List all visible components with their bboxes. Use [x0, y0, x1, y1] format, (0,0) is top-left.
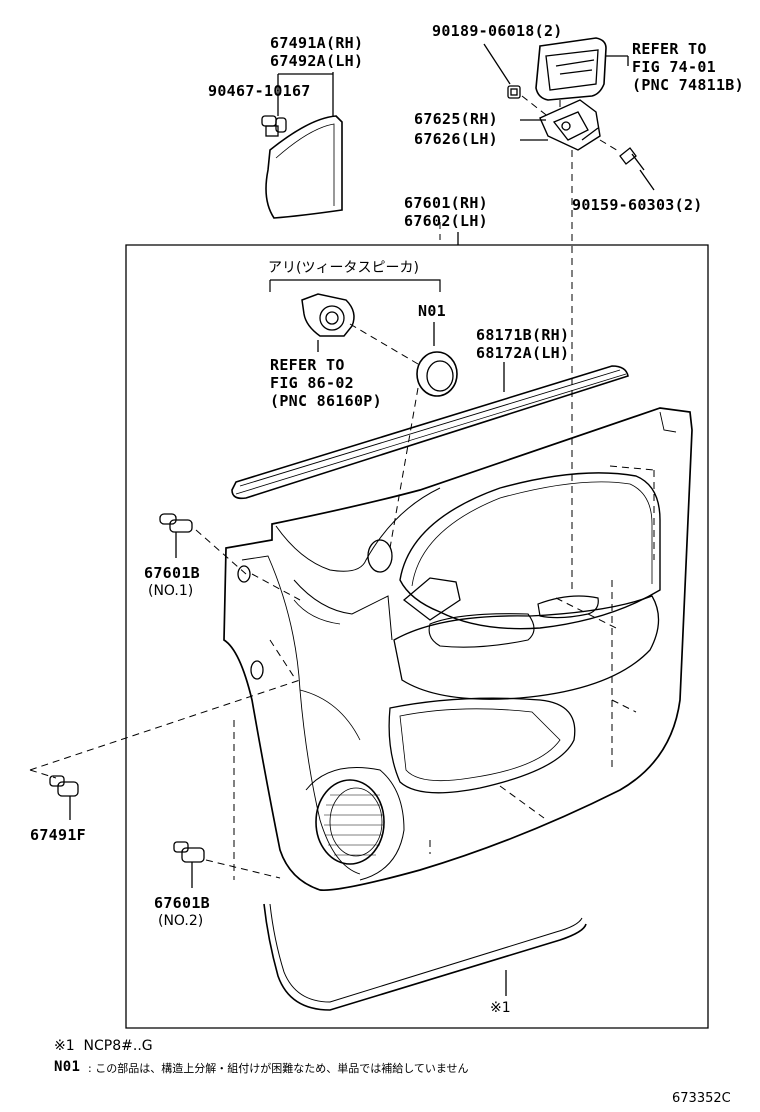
label-refer-74-line2: FIG 74-01	[632, 58, 716, 76]
clip-67601b-no1-icon	[159, 513, 193, 558]
assembly-frame	[125, 244, 709, 1029]
label-67602: 67602(LH)	[404, 212, 488, 230]
label-refer-86-line2: FIG 86-02	[270, 374, 354, 392]
label-refer-74-line1: REFER TO	[632, 40, 707, 58]
label-90159: 90159-60303(2)	[572, 196, 703, 214]
label-n01: N01	[418, 302, 446, 320]
tweeter-speaker-icon	[301, 293, 355, 337]
screw-90159-icon	[619, 147, 645, 171]
label-no2: (NO.2)	[158, 913, 204, 929]
bracket-67625-icon	[539, 99, 601, 151]
label-note1-mark: ※1	[490, 1000, 511, 1016]
label-67491f: 67491F	[30, 826, 86, 844]
label-no1: (NO.1)	[148, 583, 194, 599]
label-68171b: 68171B(RH)	[476, 326, 570, 344]
label-90467: 90467-10167	[208, 82, 311, 100]
mirror-cover-part	[265, 115, 343, 219]
lower-weatherstrip-part	[263, 903, 587, 1011]
clip-90189-icon	[507, 85, 521, 99]
label-67626: 67626(LH)	[414, 130, 498, 148]
tweeter-grille-icon	[416, 351, 458, 397]
inside-handle-bezel-icon	[535, 37, 607, 101]
label-67491a: 67491A(RH)	[270, 34, 364, 52]
footnote-n01-key: N01	[54, 1059, 81, 1075]
speaker-grille-icon	[305, 767, 405, 881]
label-refer-86-line1: REFER TO	[270, 356, 345, 374]
clip-67491f-icon	[49, 775, 79, 820]
label-tweeter-group: アリ(ツィータスピーカ)	[268, 260, 419, 276]
label-67492a: 67492A(LH)	[270, 52, 364, 70]
footnote-n01-text: : この部品は、構造上分解・組付けが困難なため、単品では補給していません	[88, 1062, 469, 1075]
label-67601: 67601(RH)	[404, 194, 488, 212]
footnote-note1: ※1 NCP8#..G	[54, 1038, 153, 1054]
label-67601b-no2: 67601B	[154, 894, 210, 912]
label-68172a: 68172A(LH)	[476, 344, 570, 362]
clip-90467-icon	[261, 115, 287, 137]
door-trim-panel-part	[223, 407, 693, 892]
label-refer-74-line3: (PNC 74811B)	[632, 76, 744, 94]
label-67601b-no1: 67601B	[144, 564, 200, 582]
clip-67601b-no2-icon	[173, 841, 205, 888]
label-90189: 90189-06018(2)	[432, 22, 563, 40]
label-refer-86-line3: (PNC 86160P)	[270, 392, 382, 410]
figure-id: 673352C	[672, 1091, 731, 1106]
label-67625: 67625(RH)	[414, 110, 498, 128]
belt-moulding-part	[231, 365, 629, 500]
